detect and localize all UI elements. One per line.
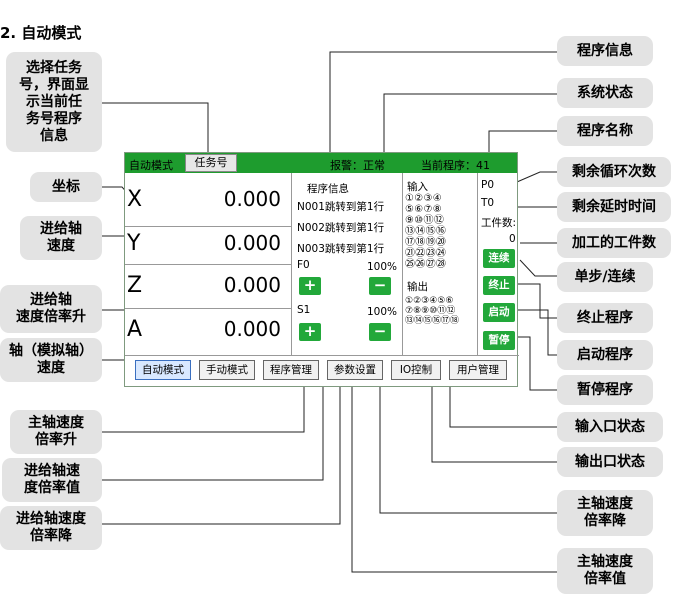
- input-row: ⑤⑥⑦⑧: [405, 204, 443, 215]
- axis-name: X: [127, 187, 143, 212]
- axis-value: 0.000: [223, 273, 281, 297]
- section-heading: 2. 自动模式: [0, 24, 82, 42]
- spindle-rate-value: 100%: [367, 306, 398, 318]
- remaining-loops: P0: [481, 179, 495, 191]
- callout-spindle-rate-down: 主轴速度倍率降: [557, 490, 653, 536]
- callout-coord: 坐标: [30, 172, 102, 202]
- coord-row-x: X 0.000: [125, 183, 289, 231]
- divider: [125, 308, 291, 309]
- remaining-delay: T0: [481, 197, 495, 209]
- callout-feed-rate-val: 进给轴速度倍率值: [2, 458, 102, 502]
- callout-feed-rate-up: 进给轴速度倍率升: [0, 285, 102, 333]
- callout-input-status: 输入口状态: [557, 412, 663, 442]
- output-row: ①②③④⑤⑥: [405, 296, 454, 306]
- pause-button[interactable]: 暂停: [483, 331, 515, 350]
- feed-rate-down-button[interactable]: −: [369, 277, 391, 295]
- axis-name: Z: [127, 273, 143, 298]
- callout-spindle-speed: 轴（模拟轴）速度: [0, 338, 102, 382]
- spindle-rate-up-button[interactable]: +: [299, 323, 321, 341]
- nav-auto-mode[interactable]: 自动模式: [135, 360, 191, 380]
- program-info-title: 程序信息: [307, 183, 349, 195]
- spindle-label: S1: [297, 304, 311, 316]
- input-row: ⑬⑭⑮⑯: [405, 226, 447, 237]
- output-row: ⑬⑭⑮⑯⑰⑱: [405, 316, 460, 326]
- program-line: N002跳转到第1行: [297, 222, 385, 234]
- callout-program-name: 程序名称: [557, 116, 653, 146]
- divider: [125, 355, 519, 356]
- feed-rate-value: 100%: [367, 261, 398, 273]
- callout-spindle-rate-up: 主轴速度倍率升: [10, 410, 102, 454]
- spindle-rate-down-button[interactable]: −: [369, 323, 391, 341]
- work-count-value: 0: [509, 233, 516, 245]
- mode-label: 自动模式: [129, 159, 173, 172]
- device-screen: 自动模式 任务号 报警：正常 当前程序：41 X 0.000 Y 0.000 Z…: [124, 152, 519, 387]
- status-bar: 自动模式 任务号 报警：正常 当前程序：41: [125, 153, 517, 173]
- alarm-status: 报警：正常: [330, 159, 385, 172]
- callout-select-task: 选择任务号，界面显示当前任务号程序信息: [6, 52, 102, 152]
- callout-stop-program: 终止程序: [557, 303, 653, 333]
- callout-program-info: 程序信息: [557, 36, 653, 66]
- task-number-button[interactable]: 任务号: [185, 154, 237, 172]
- divider: [477, 173, 478, 355]
- input-row: ㉑㉒㉓㉔: [405, 248, 447, 259]
- input-row: ㉕㉖㉗㉘: [405, 259, 447, 270]
- output-status-grid: ①②③④⑤⑥ ⑦⑧⑨⑩⑪⑫ ⑬⑭⑮⑯⑰⑱: [405, 296, 459, 326]
- axis-name: Y: [127, 231, 141, 256]
- input-row: ⑰⑱⑲⑳: [405, 237, 447, 248]
- callout-remaining-loops: 剩余循环次数: [557, 157, 671, 187]
- work-count-label: 工件数:: [481, 217, 517, 229]
- output-title: 输出: [407, 281, 428, 293]
- stop-button[interactable]: 终止: [483, 276, 515, 295]
- callout-work-count: 加工的工件数: [557, 228, 671, 258]
- callout-step-continue: 单步/连续: [557, 262, 653, 292]
- axis-value: 0.000: [223, 317, 281, 341]
- divider: [291, 173, 292, 355]
- callout-feed-speed: 进给轴速度: [20, 216, 102, 260]
- program-line: N001跳转到第1行: [297, 201, 385, 213]
- nav-manual-mode[interactable]: 手动模式: [199, 360, 255, 380]
- input-row: ⑨⑩⑪⑫: [405, 215, 445, 226]
- callout-output-status: 输出口状态: [557, 447, 663, 477]
- nav-user-manage[interactable]: 用户管理: [449, 360, 507, 380]
- callout-spindle-rate-val: 主轴速度倍率值: [557, 548, 653, 594]
- current-program: 当前程序：41: [421, 159, 490, 172]
- feed-rate-up-button[interactable]: +: [299, 277, 321, 295]
- nav-parameter-settings[interactable]: 参数设置: [327, 360, 383, 380]
- continue-button[interactable]: 连续: [483, 249, 515, 268]
- start-button[interactable]: 启动: [483, 303, 515, 322]
- input-row: ①②③④: [405, 193, 443, 204]
- nav-io-control[interactable]: IO控制: [391, 360, 441, 380]
- callout-feed-rate-down: 进给轴速度倍率降: [0, 506, 102, 550]
- input-title: 输入: [407, 181, 428, 193]
- input-status-grid: ①②③④ ⑤⑥⑦⑧ ⑨⑩⑪⑫ ⑬⑭⑮⑯ ⑰⑱⑲⑳ ㉑㉒㉓㉔ ㉕㉖㉗㉘: [405, 193, 446, 270]
- axis-value: 0.000: [223, 187, 281, 211]
- axis-value: 0.000: [223, 231, 281, 255]
- program-line: N003跳转到第1行: [297, 243, 385, 255]
- axis-name: A: [127, 317, 143, 342]
- divider: [125, 264, 291, 265]
- feed-label: F0: [297, 259, 310, 271]
- nav-program-manage[interactable]: 程序管理: [263, 360, 319, 380]
- callout-system-status: 系统状态: [557, 78, 653, 108]
- coord-row-y: Y 0.000: [125, 227, 289, 275]
- callout-start-program: 启动程序: [557, 340, 653, 370]
- callout-pause-program: 暂停程序: [557, 375, 653, 405]
- output-row: ⑦⑧⑨⑩⑪⑫: [405, 306, 456, 316]
- callout-remaining-delay: 剩余延时时间: [557, 192, 671, 222]
- divider: [402, 173, 403, 355]
- coord-row-z: Z 0.000: [125, 269, 289, 317]
- divider: [125, 226, 291, 227]
- coord-row-a: A 0.000: [125, 313, 289, 361]
